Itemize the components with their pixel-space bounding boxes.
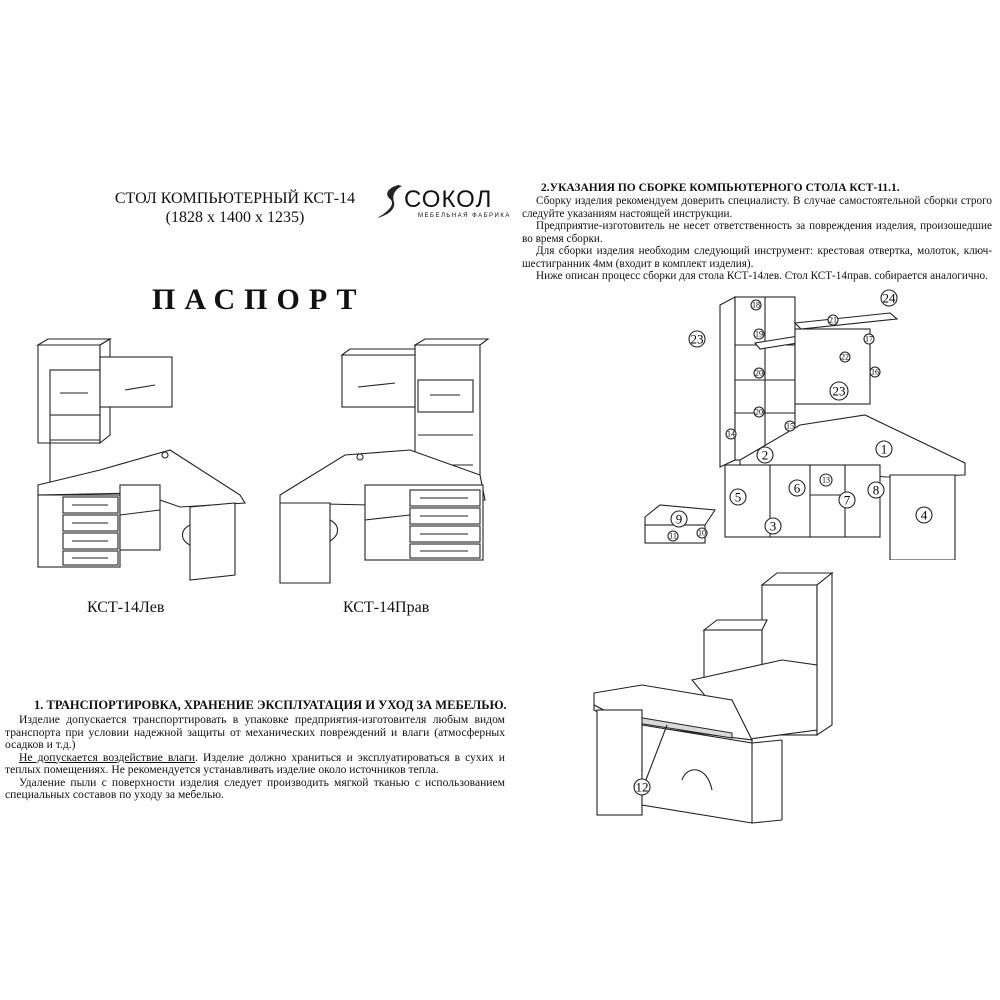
part-1: 1 (881, 442, 888, 457)
section2-text: Сборку изделия рекомендуем доверить спец… (522, 195, 992, 283)
part-5: 5 (735, 490, 742, 505)
part-13: 13 (822, 476, 830, 485)
part-16: 16 (871, 368, 879, 377)
part-17: 17 (865, 335, 873, 344)
section2-paragraph-tools: Для сборки изделия необходим следующий и… (522, 245, 992, 270)
part-20-upper: 20 (755, 369, 763, 378)
part-12: 12 (636, 780, 649, 795)
part-2: 2 (762, 448, 769, 463)
section1-text: Изделие допускается транспорттировать в … (5, 713, 505, 802)
moisture-warning: Не допускается воздействие влаги (19, 750, 196, 764)
brand-logo: СОКОЛ МЕБЕЛЬНАЯ ФАБРИКА (374, 182, 514, 222)
product-title: СТОЛ КОМПЬЮТЕРНЫЙ КСТ-14 (1828 x 1400 x … (95, 189, 375, 227)
part-11: 11 (669, 532, 677, 541)
section1-heading: 1. ТРАНСПОРТИРОВКА, ХРАНЕНИЕ ЭКСПЛУАТАЦИ… (34, 698, 507, 712)
section2-paragraph-assembly: Ниже описан процесс сборки для стола КСТ… (536, 270, 988, 282)
part-22: 22 (841, 353, 849, 362)
part-3: 3 (770, 519, 777, 534)
logo-subtext: МЕБЕЛЬНАЯ ФАБРИКА (418, 213, 511, 219)
caption-right-model: КСТ-14Прав (343, 599, 430, 616)
part-20-lower: 20 (755, 408, 763, 417)
part-8: 8 (873, 483, 880, 498)
part-23: 23 (833, 384, 846, 399)
product-title-name: СТОЛ КОМПЬЮТЕРНЫЙ КСТ-14 (114, 190, 356, 207)
section1-paragraph-storage: Не допускается воздействие влаги. Издели… (5, 750, 505, 777)
part-19: 19 (755, 330, 763, 339)
desk-right-drawing (279, 338, 490, 584)
part-4: 4 (921, 508, 928, 523)
keyboard-shelf-diagram: 12 (593, 571, 834, 824)
part-9: 9 (676, 512, 683, 527)
document-title: ПАСПОРТ (152, 283, 366, 316)
falcon-logo-icon (377, 185, 402, 218)
section1-paragraph-transport: Изделие допускается транспорттировать в … (5, 713, 505, 751)
section1-paragraph-care: Удаление пыли с поверхности изделия след… (5, 775, 505, 801)
part-7: 7 (844, 493, 851, 508)
section2-paragraph-liability: Предприятие-изготовитель не несет ответс… (522, 220, 992, 245)
logo-text: СОКОЛ (404, 186, 493, 213)
part-6: 6 (794, 481, 801, 496)
product-dimensions: (1828 x 1400 x 1235) (165, 209, 305, 226)
caption-left-model: КСТ-14Лев (87, 599, 165, 616)
desk-left-drawing (36, 338, 246, 581)
part-15: 15 (786, 422, 794, 431)
part-14: 14 (727, 430, 735, 439)
part-18: 18 (752, 301, 760, 310)
part-21: 21 (829, 316, 837, 325)
part-10: 10 (698, 529, 706, 538)
section2-paragraph-specialist: Сборку изделия рекомендуем доверить спец… (522, 195, 992, 220)
part-labels: 24 18 21 19 17 23 22 16 20 23 20 15 14 2… (667, 289, 933, 542)
storage-text: . Изделие должно храниться и эксплуатиро… (5, 750, 505, 776)
section2-heading: 2.УКАЗАНИЯ ПО СБОРКЕ КОМПЬЮТЕРНОГО СТОЛА… (541, 182, 900, 194)
assembly-exploded-diagram: 24 18 21 19 17 23 22 16 20 23 20 15 14 2… (644, 289, 966, 560)
part-25: 24 (883, 291, 897, 306)
part-24: 23 (691, 332, 704, 347)
